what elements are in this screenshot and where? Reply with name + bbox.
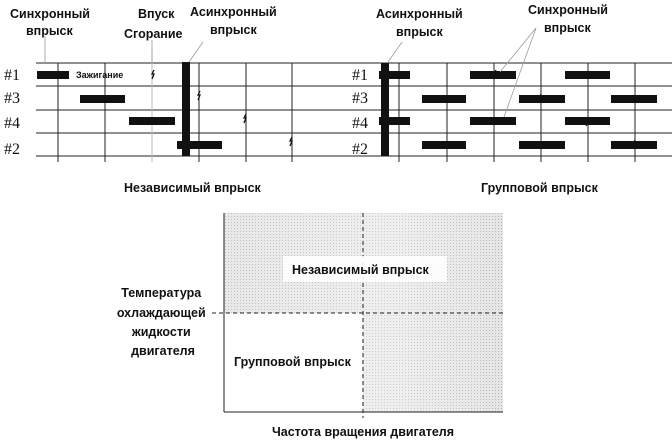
cylinder-label: #2 (352, 141, 368, 158)
right-diagram-title: Групповой впрыск (481, 181, 599, 195)
cylinder-label: #4 (4, 115, 20, 132)
label-ignition: Зажигание (76, 70, 123, 80)
x-axis-label: Частота вращения двигателя (272, 425, 454, 439)
injection-bar-cyl1 (37, 71, 69, 79)
spark-icons (492, 69, 636, 150)
grid-lines (336, 62, 672, 162)
cylinder-label: #3 (4, 90, 20, 107)
cylinder-label: #3 (352, 90, 368, 107)
injection-mode-region-chart: Независимый впрыск Групповой впрыск Темп… (117, 213, 503, 439)
spark-icons (150, 69, 293, 147)
injection-bar-cyl3 (80, 95, 125, 103)
region-label-group: Групповой впрыск (234, 355, 352, 369)
injection-bar-cyl2 (177, 141, 222, 149)
cylinder-label: #1 (4, 67, 20, 84)
cylinder-label: #2 (4, 141, 20, 158)
cylinder-label: #4 (352, 115, 368, 132)
injection-bar-cyl4 (129, 117, 175, 125)
leader-lines (44, 36, 204, 63)
async-injection-bar (182, 62, 190, 156)
left-diagram-title: Независимый впрыск (124, 181, 262, 195)
async-injection-bar (381, 63, 389, 156)
region-group (224, 313, 363, 412)
cylinder-label: #1 (352, 67, 368, 84)
leader-lines (387, 27, 537, 118)
region-label-independent: Независимый впрыск (292, 263, 430, 277)
y-axis-label: Температура охлаждающей жидкости двигате… (117, 286, 209, 358)
